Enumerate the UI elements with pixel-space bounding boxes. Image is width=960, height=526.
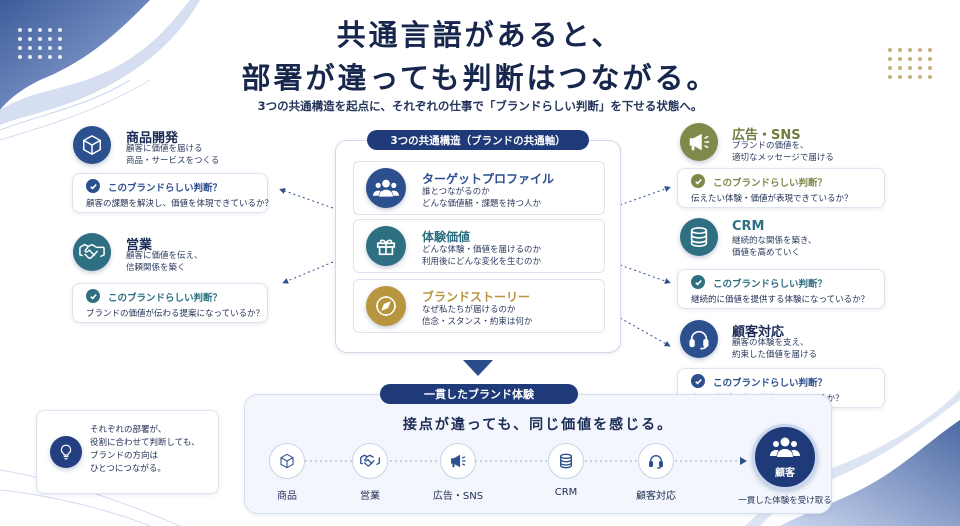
compass-icon [366,286,406,326]
question-card [677,269,885,309]
subtitle: 3つの共通構造を起点に、それぞれの仕事で「ブランドらしい判断」を下せる状態へ。 [257,99,703,113]
people-icon [366,168,406,208]
journey-step-label: 商品 [277,491,297,502]
customer-caption: 一貫した体験を受け取る [738,496,832,506]
check-icon [691,374,705,388]
pillar-desc: 誰とつながるのか [422,187,490,197]
customer-label: 顧客 [775,467,795,479]
journey-tagline: 接点が違っても、同じ価値を感じる。 [402,417,674,433]
dot-grid-right [888,48,938,79]
dept-desc: 商品・サービスをつくる [126,156,220,166]
question-title: このブランドらしい判断？ [713,378,828,389]
note-line: ひとつにつながる。 [90,464,166,474]
box-icon [269,443,305,479]
pillar-desc: なぜ私たちが届けるのか [422,305,516,315]
journey-panel [244,394,832,514]
customer-circle: 顧客 [752,424,818,490]
dept-desc: 継続的な関係を築き、 [732,236,817,246]
journey-step-label: CRM [554,487,578,498]
question-text: ブランドの価値が伝わる提案になっているか？ [86,309,265,319]
handshake-icon [352,443,388,479]
title-line2: 部署が違っても判断はつながる。 [241,61,719,95]
megaphone-icon [440,443,476,479]
dept-name: 商品開発 [126,131,179,146]
dept-name: 広告・SNS [732,128,801,143]
journey-step-label: 広告・SNS [432,491,484,502]
title-line1: 共通言語があると、 [336,18,624,52]
question-text: 伝えたい体験・価値が表現できているか？ [691,194,853,204]
dept-desc: 信頼関係を築く [126,263,186,273]
headset-icon [638,443,674,479]
dot-grid-left [18,28,68,59]
dept-desc: 顧客の体験を支え、 [732,338,809,348]
dept-desc: 価値を高めていく [732,248,801,258]
megaphone-icon [680,123,718,161]
question-card [677,168,885,208]
pillar-name: ターゲットプロファイル [422,172,555,186]
database-icon [548,443,584,479]
journey-step-label: 営業 [360,491,380,502]
note-line: ブランドの方向は [90,451,159,461]
question-title: このブランドらしい判断？ [713,279,828,290]
gift-icon [366,226,406,266]
lightbulb-icon [50,436,82,468]
check-icon [86,289,100,303]
dept-name: 顧客対応 [732,325,785,340]
pillar-desc: どんな体験・価値を届けるのか [422,245,542,255]
database-icon [680,218,718,256]
question-card [72,283,268,323]
handshake-icon [73,233,111,271]
question-title: このブランドらしい判断？ [108,293,223,304]
journey-step-label: 顧客対応 [636,491,676,502]
question-text: 顧客の課題を解決し、価値を体現できているか？ [86,199,274,209]
question-text: 継続的に価値を提供する体験になっているか？ [691,295,870,305]
pillar-desc: どんな価値観・課題を持つ人か [422,199,542,209]
question-title: このブランドらしい判断？ [713,178,828,189]
check-icon [86,179,100,193]
question-title: このブランドらしい判断？ [108,183,223,194]
pillar-name: 体験価値 [422,230,471,244]
headset-icon [680,320,718,358]
dept-desc: 適切なメッセージで届ける [732,153,834,163]
dept-desc: ブランドの価値を、 [732,141,809,151]
pillar-desc: 利用後にどんな変化を生むのか [422,257,542,267]
box-icon [73,126,111,164]
people-icon [770,436,800,462]
dept-name: CRM [732,219,765,234]
pillar-desc: 信念・スタンス・約束は何か [422,317,533,327]
journey-header: 一貫したブランド体験 [380,384,578,404]
common-structure-header: 3つの共通構造（ブランドの共通軸） [367,130,589,150]
question-card [72,173,268,213]
pillar-name: ブランドストーリー [422,290,531,304]
dept-desc: 顧客に価値を届ける [126,144,203,154]
check-icon [691,275,705,289]
note-line: それぞれの部署が、 [90,425,167,435]
dept-desc: 顧客に価値を伝え、 [126,251,203,261]
check-icon [691,174,705,188]
note-line: 役割に合わせて判断しても、 [90,438,200,448]
dept-name: 営業 [126,238,153,253]
dept-desc: 約束した価値を届ける [732,350,818,360]
